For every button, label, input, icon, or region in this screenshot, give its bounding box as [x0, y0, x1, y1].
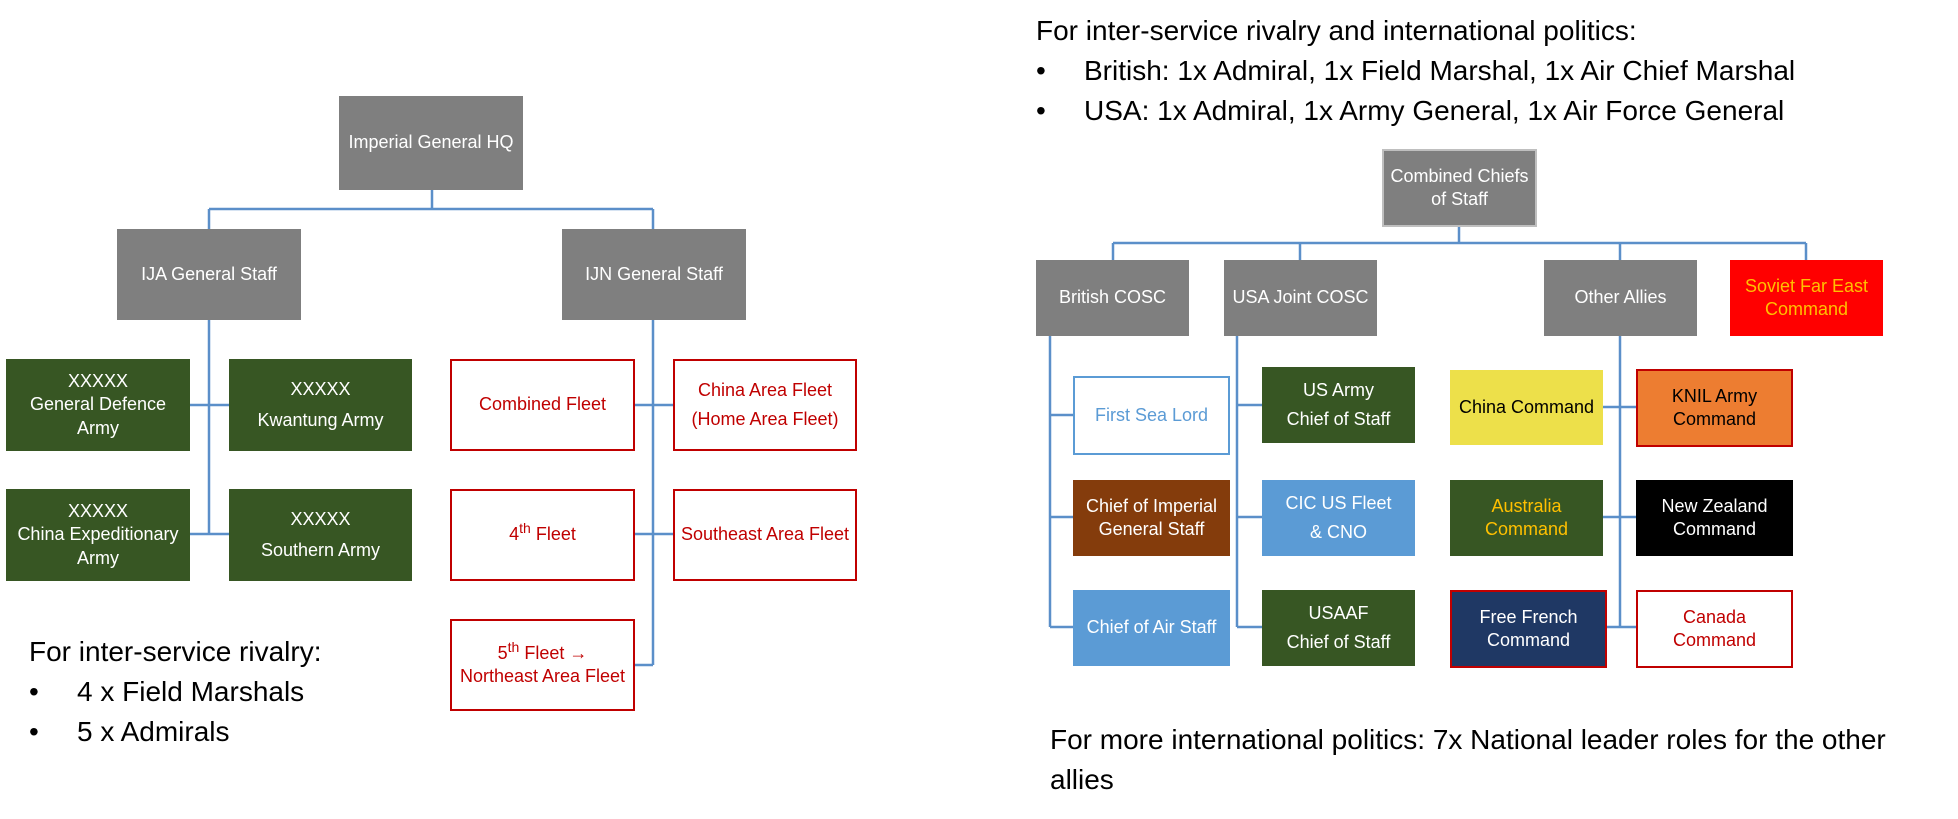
soviet-far-east-box: Soviet Far East Command — [1730, 260, 1883, 336]
allies-note-item: British: 1x Admiral, 1x Field Marshal, 1… — [1036, 51, 1936, 91]
cic-us-fleet-box: CIC US Fleet & CNO — [1262, 480, 1415, 556]
us-army-label: US Army — [1302, 379, 1374, 400]
northeast-area-fleet-label: Northeast Area Fleet — [459, 666, 626, 686]
first-sea-lord-label: First Sea Lord — [1094, 404, 1209, 425]
new-zealand-label: Command — [1672, 519, 1757, 539]
china-command-box: China Command — [1450, 370, 1603, 445]
canada-label: Canada — [1682, 606, 1747, 627]
imperial-general-hq-label: Imperial General HQ — [348, 132, 514, 153]
allies-note-item: USA: 1x Admiral, 1x Army General, 1x Air… — [1036, 91, 1936, 131]
army-name-line: Southern Army — [260, 540, 381, 560]
japan-note-list: 4 x Field Marshals 5 x Admirals — [29, 672, 449, 752]
new-zealand-label: New Zealand — [1661, 495, 1768, 516]
knil-label: Command — [1672, 409, 1757, 429]
allies-politics-note: For inter-service rivalry and internatio… — [1036, 11, 1936, 131]
allies-leaders-note: For more international politics: 7x Nati… — [1050, 720, 1930, 800]
japan-note-heading: For inter-service rivalry: — [29, 636, 322, 667]
japan-note-item: 4 x Field Marshals — [29, 672, 449, 712]
soviet-far-east-label: Soviet Far East — [1744, 275, 1869, 296]
usaaf-label: Chief of Staff — [1286, 632, 1391, 652]
us-army-label: Chief of Staff — [1286, 409, 1391, 429]
southern-army-box: XXXXX Southern Army — [229, 489, 412, 581]
usa-joint-cosc-label: USA Joint COSC — [1232, 287, 1369, 308]
army-name-line: General Defence — [29, 394, 167, 415]
knil-army-command-box: KNIL Army Command — [1636, 369, 1793, 447]
chief-air-staff-label: Chief of Air Staff — [1086, 617, 1217, 638]
southeast-area-fleet-label: Southeast Area Fleet — [680, 524, 850, 545]
ija-general-staff-label: IJA General Staff — [141, 263, 277, 284]
combined-fleet-box: Combined Fleet — [450, 359, 635, 451]
japan-rivalry-note: For inter-service rivalry: 4 x Field Mar… — [29, 632, 449, 752]
southeast-area-fleet-box: Southeast Area Fleet — [673, 489, 857, 581]
imperial-general-hq-box: Imperial General HQ — [339, 96, 523, 190]
british-cosc-box: British COSC — [1036, 260, 1189, 336]
new-zealand-command-box: New Zealand Command — [1636, 480, 1793, 556]
china-command-label: China Command — [1458, 396, 1595, 417]
army-name-line: Army — [77, 417, 119, 438]
army-name-line: Kwantung Army — [257, 410, 384, 430]
ija-general-staff-box: IJA General Staff — [117, 229, 301, 320]
ijn-general-staff-label: IJN General Staff — [585, 263, 723, 284]
combined-chiefs-box: Combined Chiefs of Staff — [1382, 149, 1537, 227]
japan-note-item: 5 x Admirals — [29, 712, 449, 752]
other-allies-label: Other Allies — [1574, 287, 1667, 308]
chief-imperial-label: General Staff — [1098, 519, 1205, 539]
army-name-line: Army — [77, 547, 119, 568]
china-area-fleet-box: China Area Fleet (Home Area Fleet) — [673, 359, 857, 451]
home-area-fleet-label: (Home Area Fleet) — [691, 409, 839, 429]
us-army-chief-box: US Army Chief of Staff — [1262, 367, 1415, 443]
chief-imperial-general-staff-box: Chief of Imperial General Staff — [1073, 480, 1230, 556]
other-allies-box: Other Allies — [1544, 260, 1697, 336]
ijn-general-staff-box: IJN General Staff — [562, 229, 746, 320]
first-sea-lord-box: First Sea Lord — [1073, 376, 1230, 455]
china-area-fleet-label: China Area Fleet — [697, 379, 833, 400]
usaaf-label: USAAF — [1308, 602, 1369, 623]
chief-imperial-label: Chief of Imperial — [1085, 495, 1218, 516]
combined-fleet-label: Combined Fleet — [478, 394, 607, 415]
australia-label: Command — [1484, 519, 1569, 539]
canada-label: Command — [1672, 630, 1757, 650]
soviet-far-east-label: Command — [1764, 299, 1849, 319]
australia-command-box: Australia Command — [1450, 480, 1603, 556]
british-cosc-label: British COSC — [1058, 287, 1166, 308]
army-rank-marker: XXXXX — [290, 508, 351, 529]
cic-us-fleet-label: & CNO — [1309, 522, 1367, 542]
free-french-label: Command — [1486, 630, 1571, 650]
combined-chiefs-label: Combined Chiefs — [1390, 165, 1529, 186]
free-french-label: Free French — [1479, 606, 1578, 627]
army-name-line: China Expeditionary — [17, 524, 179, 545]
canada-command-box: Canada Command — [1636, 590, 1793, 668]
fifth-fleet-label: 5th Fleet → — [497, 638, 588, 663]
fourth-fleet-label: 4th Fleet — [509, 520, 576, 545]
allies-note-heading: For inter-service rivalry and internatio… — [1036, 15, 1637, 46]
usa-joint-cosc-box: USA Joint COSC — [1224, 260, 1377, 336]
cic-us-fleet-label: CIC US Fleet — [1285, 492, 1392, 513]
army-rank-marker: XXXXX — [290, 378, 351, 399]
allies-note-list: British: 1x Admiral, 1x Field Marshal, 1… — [1036, 51, 1936, 131]
army-rank-marker: XXXXX — [67, 500, 129, 521]
free-french-command-box: Free French Command — [1450, 590, 1607, 668]
general-defence-army-box: XXXXX General Defence Army — [6, 359, 190, 451]
army-rank-marker: XXXXX — [67, 370, 129, 391]
australia-label: Australia — [1491, 495, 1562, 516]
combined-chiefs-label: of Staff — [1431, 189, 1488, 209]
chief-air-staff-box: Chief of Air Staff — [1073, 590, 1230, 666]
fifth-fleet-box: 5th Fleet → Northeast Area Fleet — [450, 619, 635, 711]
kwantung-army-box: XXXXX Kwantung Army — [229, 359, 412, 451]
usaaf-chief-box: USAAF Chief of Staff — [1262, 590, 1415, 666]
fourth-fleet-box: 4th Fleet — [450, 489, 635, 581]
china-expeditionary-army-box: XXXXX China Expeditionary Army — [6, 489, 190, 581]
knil-label: KNIL Army — [1671, 385, 1758, 406]
allies-leaders-text: For more international politics: 7x Nati… — [1050, 724, 1886, 795]
